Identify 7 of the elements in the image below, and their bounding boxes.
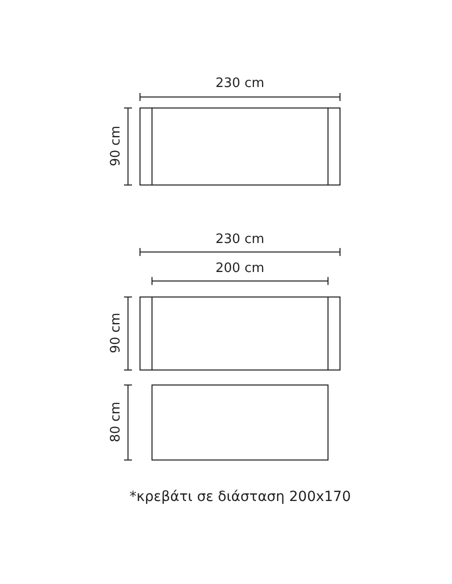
dimension-label: 80 cm	[108, 402, 124, 442]
footnote: *κρεβάτι σε διάσταση 200x170	[130, 489, 351, 505]
dimension-label: 90 cm	[108, 312, 124, 354]
dimension-label: 230 cm	[216, 232, 264, 248]
dimension-label: 200 cm	[216, 261, 264, 277]
dimension-label: 230 cm	[216, 76, 264, 92]
dimension-label: 90 cm	[108, 126, 124, 166]
